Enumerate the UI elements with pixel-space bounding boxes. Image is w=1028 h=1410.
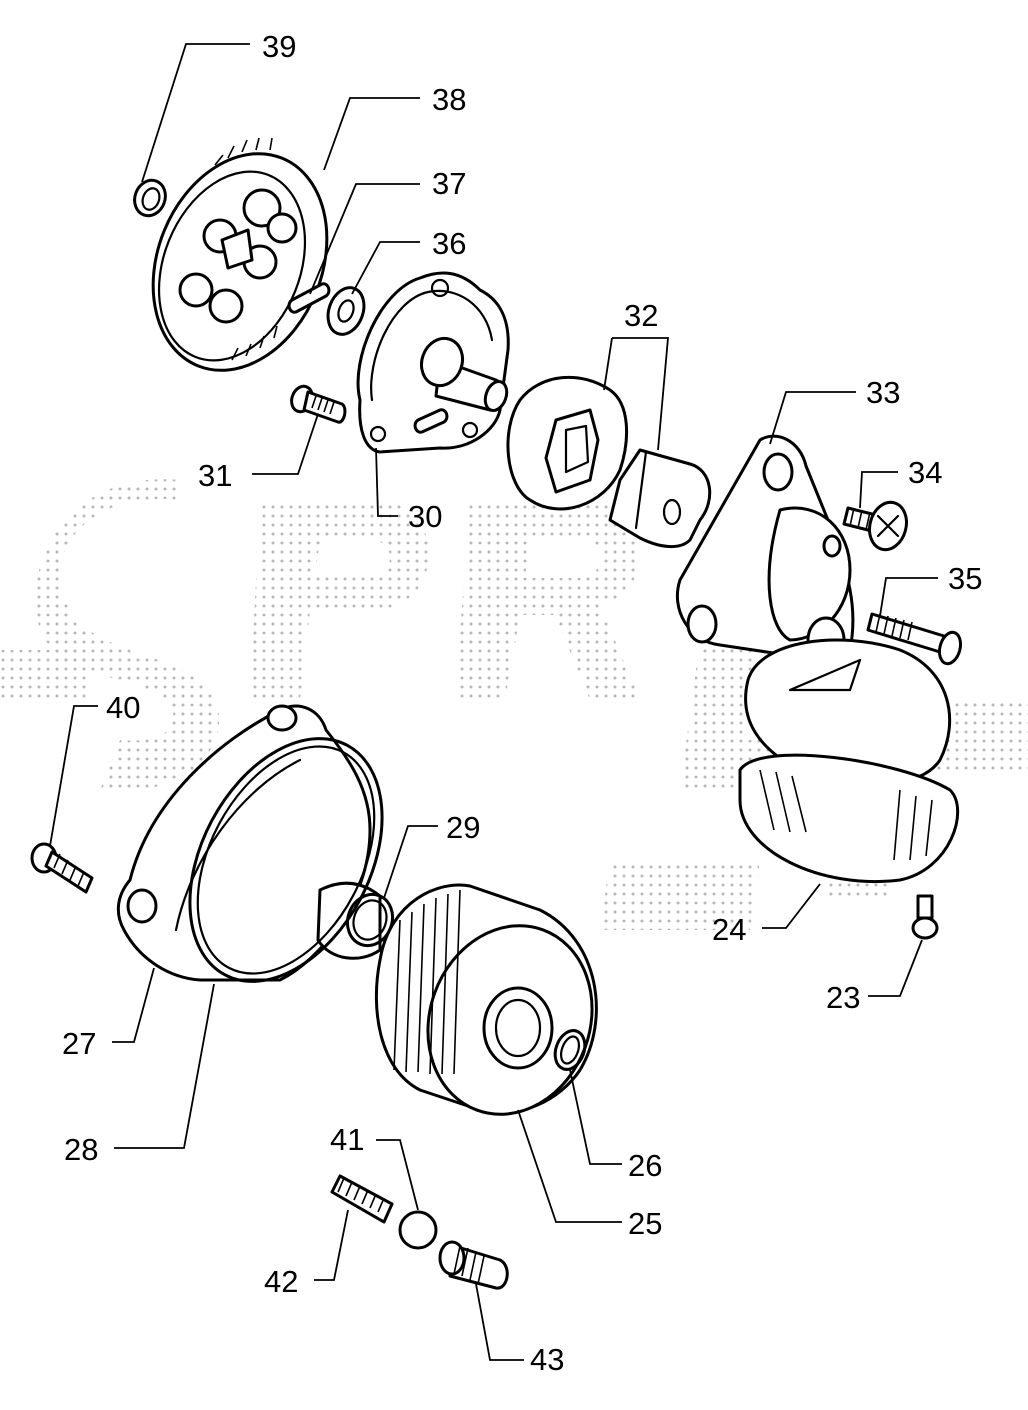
- callout-29: 29: [446, 810, 480, 845]
- callout-30: 30: [408, 499, 442, 534]
- callout-24: 24: [712, 912, 746, 947]
- callout-27: 27: [62, 1026, 96, 1061]
- part-25-oil-filter: [374, 883, 598, 1116]
- callout-33: 33: [866, 375, 900, 410]
- callout-26: 26: [628, 1148, 662, 1183]
- part-37-pin: [287, 282, 331, 314]
- callout-35: 35: [948, 561, 982, 596]
- part-30-pump-body: [356, 271, 510, 454]
- part-32-outer-rotor: [506, 375, 629, 511]
- callout-39: 39: [262, 29, 296, 64]
- callout-41: 41: [330, 1122, 364, 1157]
- part-33-pump-cover: [675, 434, 855, 664]
- part-40-bolt: [30, 842, 94, 894]
- callout-25: 25: [628, 1206, 662, 1241]
- part-41-ball: [398, 1210, 438, 1250]
- callout-34: 34: [908, 455, 942, 490]
- callout-43: 43: [530, 1342, 564, 1377]
- part-34-screw: [842, 500, 908, 552]
- part-35-bolt: [866, 612, 963, 666]
- part-42-spring: [330, 1174, 394, 1224]
- callout-31: 31: [198, 458, 232, 493]
- part-24-oil-strainer: [738, 638, 960, 883]
- part-43-plug: [438, 1240, 509, 1290]
- part-31-screw: [290, 384, 347, 424]
- callout-40: 40: [106, 690, 140, 725]
- part-39-circlip: [133, 178, 167, 218]
- part-36-washer: [326, 286, 366, 336]
- part-32-inner-rotor: [608, 448, 712, 548]
- callout-28: 28: [64, 1132, 98, 1167]
- part-23-bolt: [911, 894, 939, 940]
- part-26-o-ring: [553, 1029, 587, 1071]
- callout-42: 42: [264, 1264, 298, 1299]
- callout-23: 23: [826, 980, 860, 1015]
- callout-36: 36: [432, 226, 466, 261]
- leader-lines: [49, 43, 938, 1361]
- callout-37: 37: [432, 166, 466, 201]
- callout-labels: 39 38 37 36 32 33 34 35 31 30 40 29 24 2…: [62, 29, 982, 1377]
- callout-38: 38: [432, 82, 466, 117]
- callout-32: 32: [624, 298, 658, 333]
